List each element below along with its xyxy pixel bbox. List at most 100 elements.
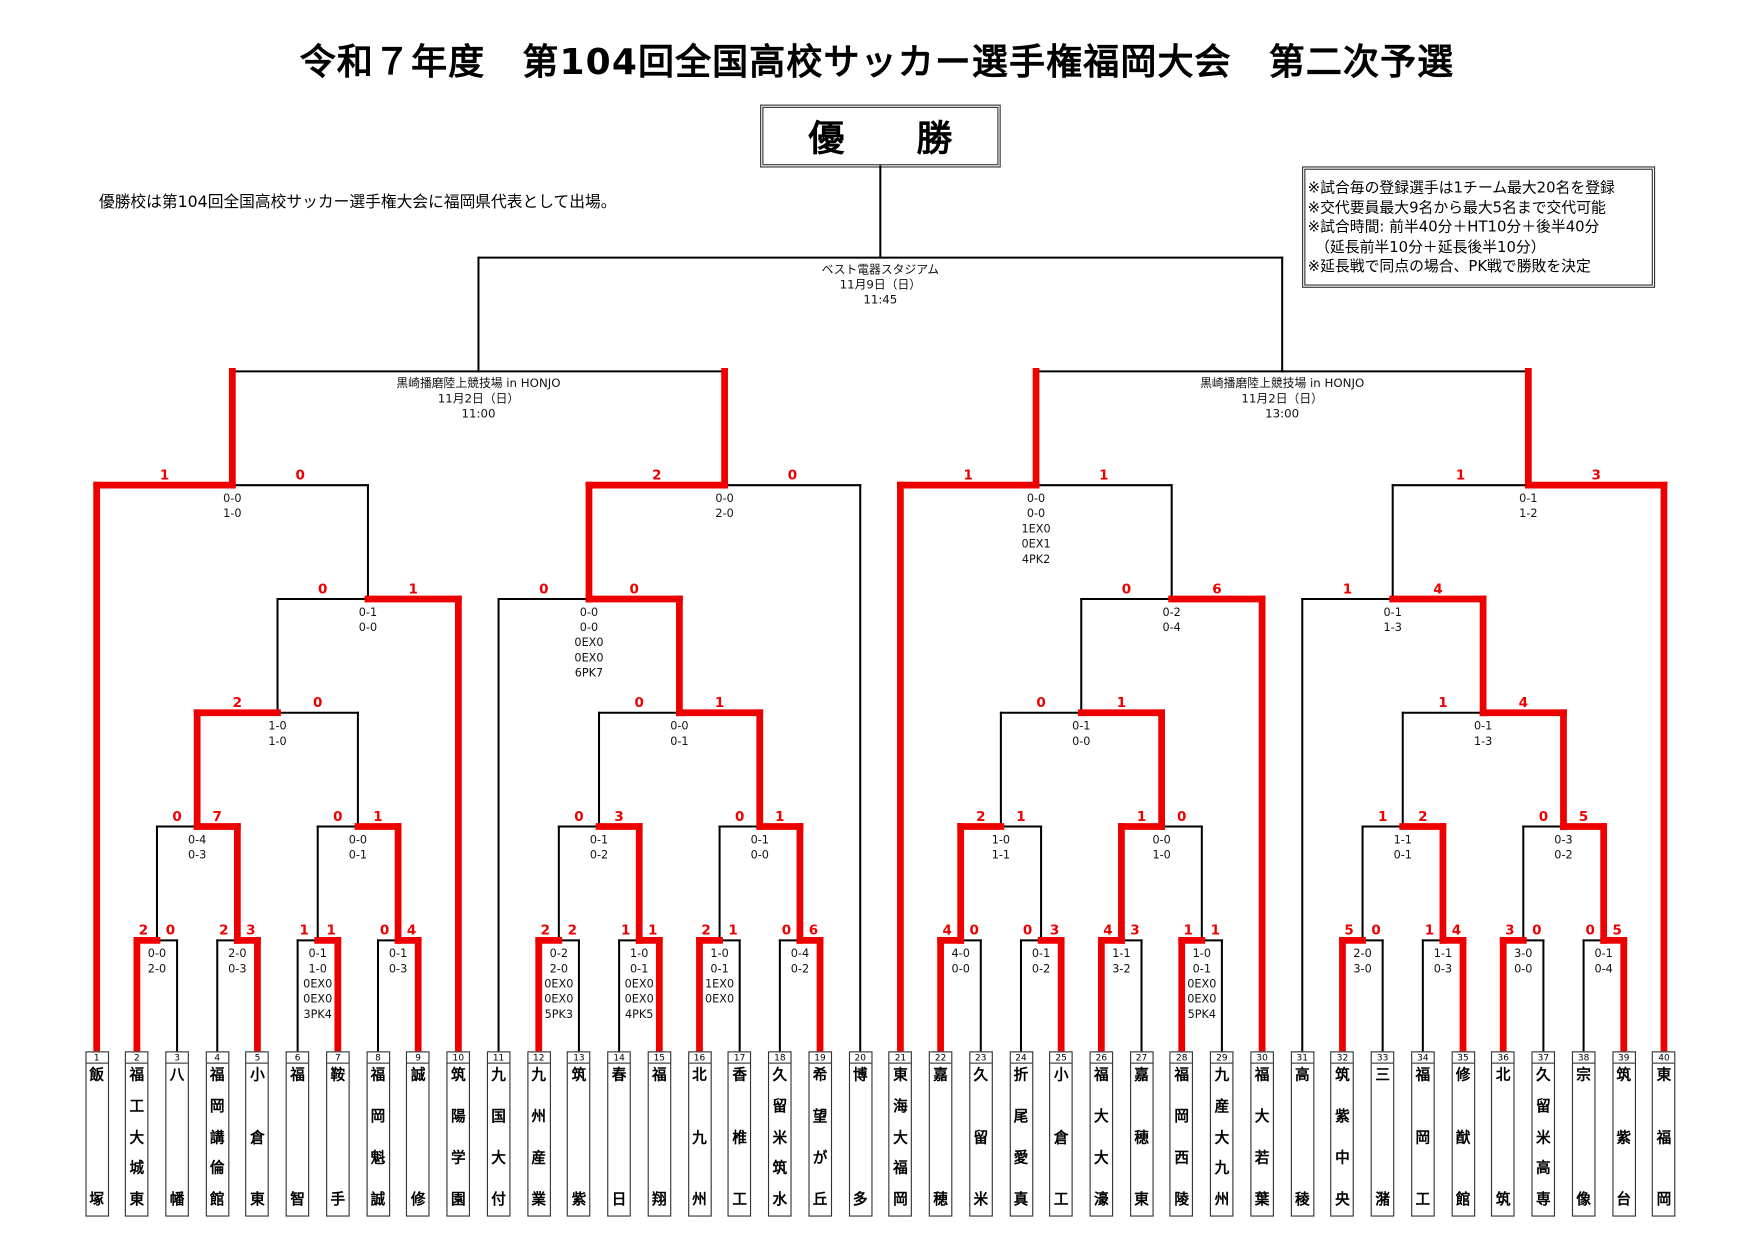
team-name: 福大大濠 — [1094, 1067, 1109, 1209]
match-result-line: 1-0 — [710, 947, 728, 960]
team-number: 24 — [1010, 1052, 1032, 1064]
champion-note: 優勝校は第104回全国高校サッカー選手権大会に福岡県代表として出場。 — [98, 193, 617, 212]
match-result-line: 1-0 — [223, 507, 241, 520]
match-result-line: 3-0 — [1514, 947, 1532, 960]
match-result-line: 0-1 — [309, 947, 327, 960]
team-name: 嘉穂 — [933, 1067, 948, 1209]
left-score: 0 — [333, 809, 342, 825]
team-number: 14 — [608, 1052, 630, 1064]
match-result-line: 0-2 — [1162, 606, 1180, 619]
match-venue-line: 11月2日（日） — [438, 391, 520, 405]
match-result-line: 0EX0 — [1187, 993, 1216, 1006]
team-number: 23 — [970, 1052, 992, 1064]
match-result-line: 0-3 — [1554, 833, 1572, 846]
rule-line: ※延長戦で同点の場合、PK戦で勝敗を決定 — [1307, 258, 1591, 276]
right-score: 6 — [809, 923, 818, 939]
match-venue-line: 11月9日（日） — [840, 278, 922, 292]
team-box: 20 博多 — [848, 1051, 873, 1217]
match-result-line: 0-0 — [952, 962, 970, 975]
match-venue-line: 11:45 — [863, 293, 897, 307]
match-result-line: 4-0 — [952, 947, 970, 960]
left-score: 0 — [539, 581, 548, 597]
team-number: 31 — [1291, 1052, 1313, 1064]
left-score: 5 — [1344, 923, 1353, 939]
match-result-line: 0-0 — [148, 947, 166, 960]
team-name: 福大若葉 — [1254, 1067, 1270, 1209]
left-score: 0 — [635, 695, 644, 711]
right-score: 1 — [373, 809, 382, 825]
match-result-line: 5PK4 — [1188, 1008, 1216, 1021]
team-number: 34 — [1412, 1052, 1434, 1064]
right-score: 6 — [1212, 581, 1221, 597]
match-result-line: 0-1 — [630, 962, 648, 975]
team-name: 筑陽学園 — [451, 1067, 466, 1209]
team-number: 20 — [849, 1052, 871, 1064]
team-name: 折尾愛真 — [1013, 1067, 1029, 1209]
team-box: 31 高稜 — [1290, 1051, 1315, 1217]
match-result-line: 0-2 — [590, 849, 608, 862]
match-result-line: 1-0 — [309, 962, 327, 975]
left-score: 2 — [219, 923, 228, 939]
match-result-line: 3PK4 — [304, 1008, 332, 1021]
team-number: 39 — [1613, 1052, 1635, 1064]
team-name: 福翔 — [651, 1067, 667, 1209]
match-venue-line: 11:00 — [461, 406, 495, 420]
team-number: 8 — [367, 1052, 389, 1064]
match-result-line: 0-0 — [715, 492, 733, 505]
match-result-line: 0-0 — [670, 720, 688, 733]
team-number: 37 — [1532, 1052, 1555, 1064]
team-name: 博多 — [852, 1067, 868, 1209]
team-name: 鞍手 — [330, 1067, 346, 1209]
team-number: 22 — [929, 1052, 952, 1064]
match-result-line: 0-2 — [791, 962, 809, 975]
match-result-line: 0-1 — [359, 606, 377, 619]
match-result-line: 1EX0 — [705, 978, 734, 991]
left-score: 2 — [139, 923, 148, 939]
match-result-line: 0-0 — [1514, 962, 1532, 975]
right-score: 1 — [728, 923, 737, 939]
team-name: 小倉工 — [1053, 1067, 1069, 1209]
team-name: 福工大城東 — [129, 1067, 145, 1209]
match-result-line: 0-3 — [1434, 962, 1452, 975]
left-score: 1 — [621, 923, 630, 939]
team-name: 嘉穂東 — [1134, 1067, 1149, 1209]
match-result-line: 0-0 — [580, 606, 598, 619]
left-score: 2 — [541, 923, 550, 939]
right-score: 5 — [1612, 923, 1621, 939]
team-number: 40 — [1653, 1052, 1675, 1064]
team-name: 北筑 — [1495, 1067, 1511, 1209]
right-score: 3 — [614, 809, 623, 825]
left-score: 1 — [1456, 468, 1465, 484]
team-number: 13 — [568, 1052, 590, 1064]
team-number: 10 — [447, 1052, 470, 1064]
match-result-line: 0-0 — [359, 621, 377, 634]
team-number: 9 — [407, 1052, 429, 1064]
rule-line: ※試合毎の登録選手は1チーム最大20名を登録 — [1307, 179, 1615, 197]
left-score: 1 — [1343, 581, 1352, 597]
right-score: 1 — [1117, 695, 1126, 711]
match-result-line: 3-0 — [1353, 962, 1371, 975]
left-score: 1 — [1137, 809, 1146, 825]
match-result-line: 0-3 — [228, 962, 246, 975]
right-score: 0 — [1177, 809, 1186, 825]
right-score: 0 — [969, 923, 978, 939]
team-number: 1 — [86, 1052, 108, 1064]
right-score: 1 — [1211, 923, 1220, 939]
left-score: 0 — [782, 923, 791, 939]
right-score: 3 — [1130, 923, 1139, 939]
team-number: 36 — [1492, 1052, 1514, 1064]
team-name: 高稜 — [1294, 1067, 1310, 1209]
left-score: 0 — [1122, 581, 1131, 597]
right-score: 0 — [166, 923, 175, 939]
left-score: 2 — [233, 695, 242, 711]
